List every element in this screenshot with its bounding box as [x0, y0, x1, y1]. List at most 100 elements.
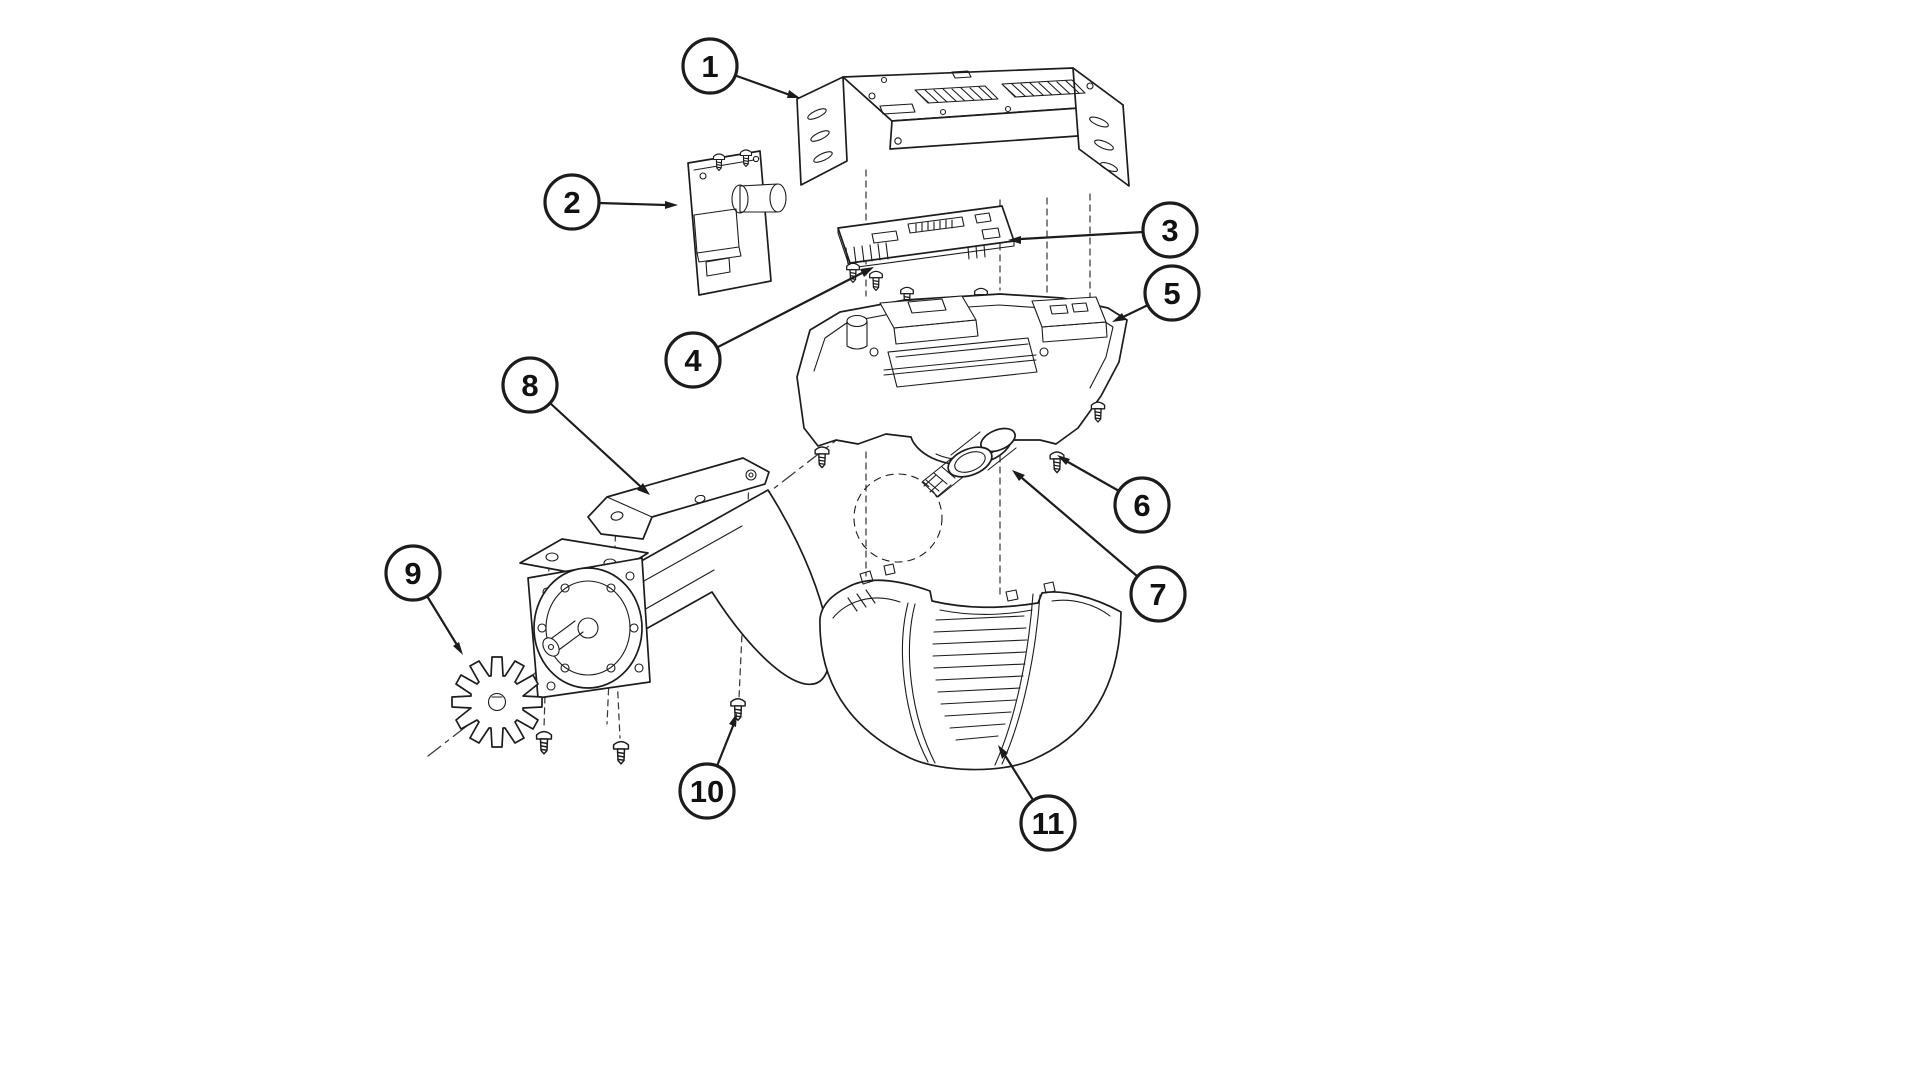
callout-number: 9	[404, 556, 421, 591]
callout-leader	[597, 201, 668, 207]
motor-screws	[535, 697, 747, 765]
hole	[1039, 347, 1049, 357]
chassis-part	[796, 293, 1128, 466]
mounting-slot	[813, 151, 833, 163]
light-socket-part	[947, 427, 1017, 478]
rim-clip	[859, 570, 874, 585]
chassis-inner-rim	[813, 304, 1114, 389]
callout-bubble	[384, 544, 442, 602]
mounting-slot	[810, 130, 830, 142]
callout-bubble	[543, 173, 601, 231]
callout-3: 3	[1008, 201, 1199, 259]
cover-cutout	[879, 103, 916, 115]
capacitor-end	[769, 183, 787, 213]
bracket-tab-hole-inner	[748, 472, 754, 478]
screw	[1090, 401, 1106, 423]
callout-number: 2	[563, 185, 580, 220]
arrowhead	[860, 267, 874, 277]
callout-bubble	[1019, 794, 1077, 852]
vent-lines	[915, 86, 993, 104]
cover-cutout	[951, 70, 972, 79]
foot-hole	[545, 552, 559, 562]
motor-assembly-part	[519, 457, 831, 699]
callout-bubble	[678, 762, 736, 820]
screw	[535, 730, 553, 755]
bracket-bend	[606, 496, 653, 540]
callout-number: 5	[1163, 276, 1180, 311]
callout-number: 6	[1133, 488, 1150, 523]
callout-leader	[732, 73, 792, 97]
top-cover-part	[796, 67, 1130, 187]
callout-leader	[1019, 230, 1145, 241]
output-hub	[577, 617, 599, 639]
component	[981, 227, 1001, 240]
logic-board-part	[837, 205, 1015, 269]
socket-opening	[947, 446, 993, 478]
bolt-hole	[629, 623, 639, 633]
sprocket-bore	[487, 692, 507, 712]
callout-leader	[714, 271, 864, 350]
screw-hole	[894, 137, 902, 145]
component	[974, 212, 992, 224]
header-pins	[845, 242, 986, 265]
screw	[729, 697, 747, 722]
bolt-hole	[606, 663, 616, 673]
hole	[752, 155, 760, 163]
mounting-slot	[1094, 139, 1114, 151]
callout-bubble	[681, 37, 739, 95]
callout-number: 10	[690, 774, 724, 809]
arrowhead	[998, 745, 1008, 759]
left-compartment-front	[893, 319, 979, 345]
callout-number: 1	[701, 49, 718, 84]
callout-number: 4	[684, 343, 702, 378]
callout-leader	[715, 724, 735, 768]
hole	[699, 172, 707, 180]
rim-clip	[883, 563, 896, 576]
connector-cutout	[705, 257, 731, 277]
callout-leader	[425, 594, 459, 647]
component-box-depth	[696, 246, 742, 263]
drive-sprocket-part	[451, 656, 543, 748]
post-boss	[846, 314, 868, 328]
right-compartment-front	[1041, 321, 1108, 343]
arrowhead	[729, 713, 737, 727]
hole	[880, 76, 888, 84]
bolt-hole	[537, 623, 547, 633]
post-boss-side	[846, 320, 868, 350]
motor-bracket	[587, 457, 770, 540]
rim-clip	[1043, 581, 1056, 594]
connector-pins	[915, 219, 953, 233]
callout-leader	[1066, 460, 1121, 493]
callout-4: 4	[664, 267, 874, 389]
arrowhead	[665, 201, 678, 209]
arrowhead	[1112, 313, 1126, 322]
bolt-hole	[606, 583, 616, 593]
callout-number: 8	[521, 368, 538, 403]
mounting-slot	[1089, 116, 1109, 128]
socket-inner	[954, 451, 986, 473]
hole	[868, 92, 876, 100]
callout-8: 8	[501, 356, 650, 495]
hole	[869, 347, 879, 357]
screw	[1049, 451, 1065, 474]
callout-leader	[1020, 476, 1139, 578]
terminal-bracket-part	[687, 149, 787, 296]
socket-side	[950, 431, 1017, 471]
rib-ticks	[847, 589, 876, 612]
callout-number: 3	[1161, 213, 1178, 248]
vent-slats	[932, 615, 1028, 741]
right-mounting-flange	[1072, 67, 1130, 187]
rim-clip	[1005, 589, 1019, 602]
callout-9: 9	[384, 544, 463, 655]
callout-bubble	[501, 356, 559, 414]
lamp-cover-body	[819, 579, 1122, 771]
bulb-outline	[853, 473, 943, 563]
screw	[612, 740, 630, 765]
callout-7: 7	[1012, 470, 1187, 623]
callout-leader	[1004, 755, 1035, 802]
callout-bubble	[1113, 476, 1171, 534]
callout-11: 11	[998, 745, 1077, 852]
callout-bubble	[1129, 565, 1187, 623]
vent-lines	[1002, 80, 1080, 98]
